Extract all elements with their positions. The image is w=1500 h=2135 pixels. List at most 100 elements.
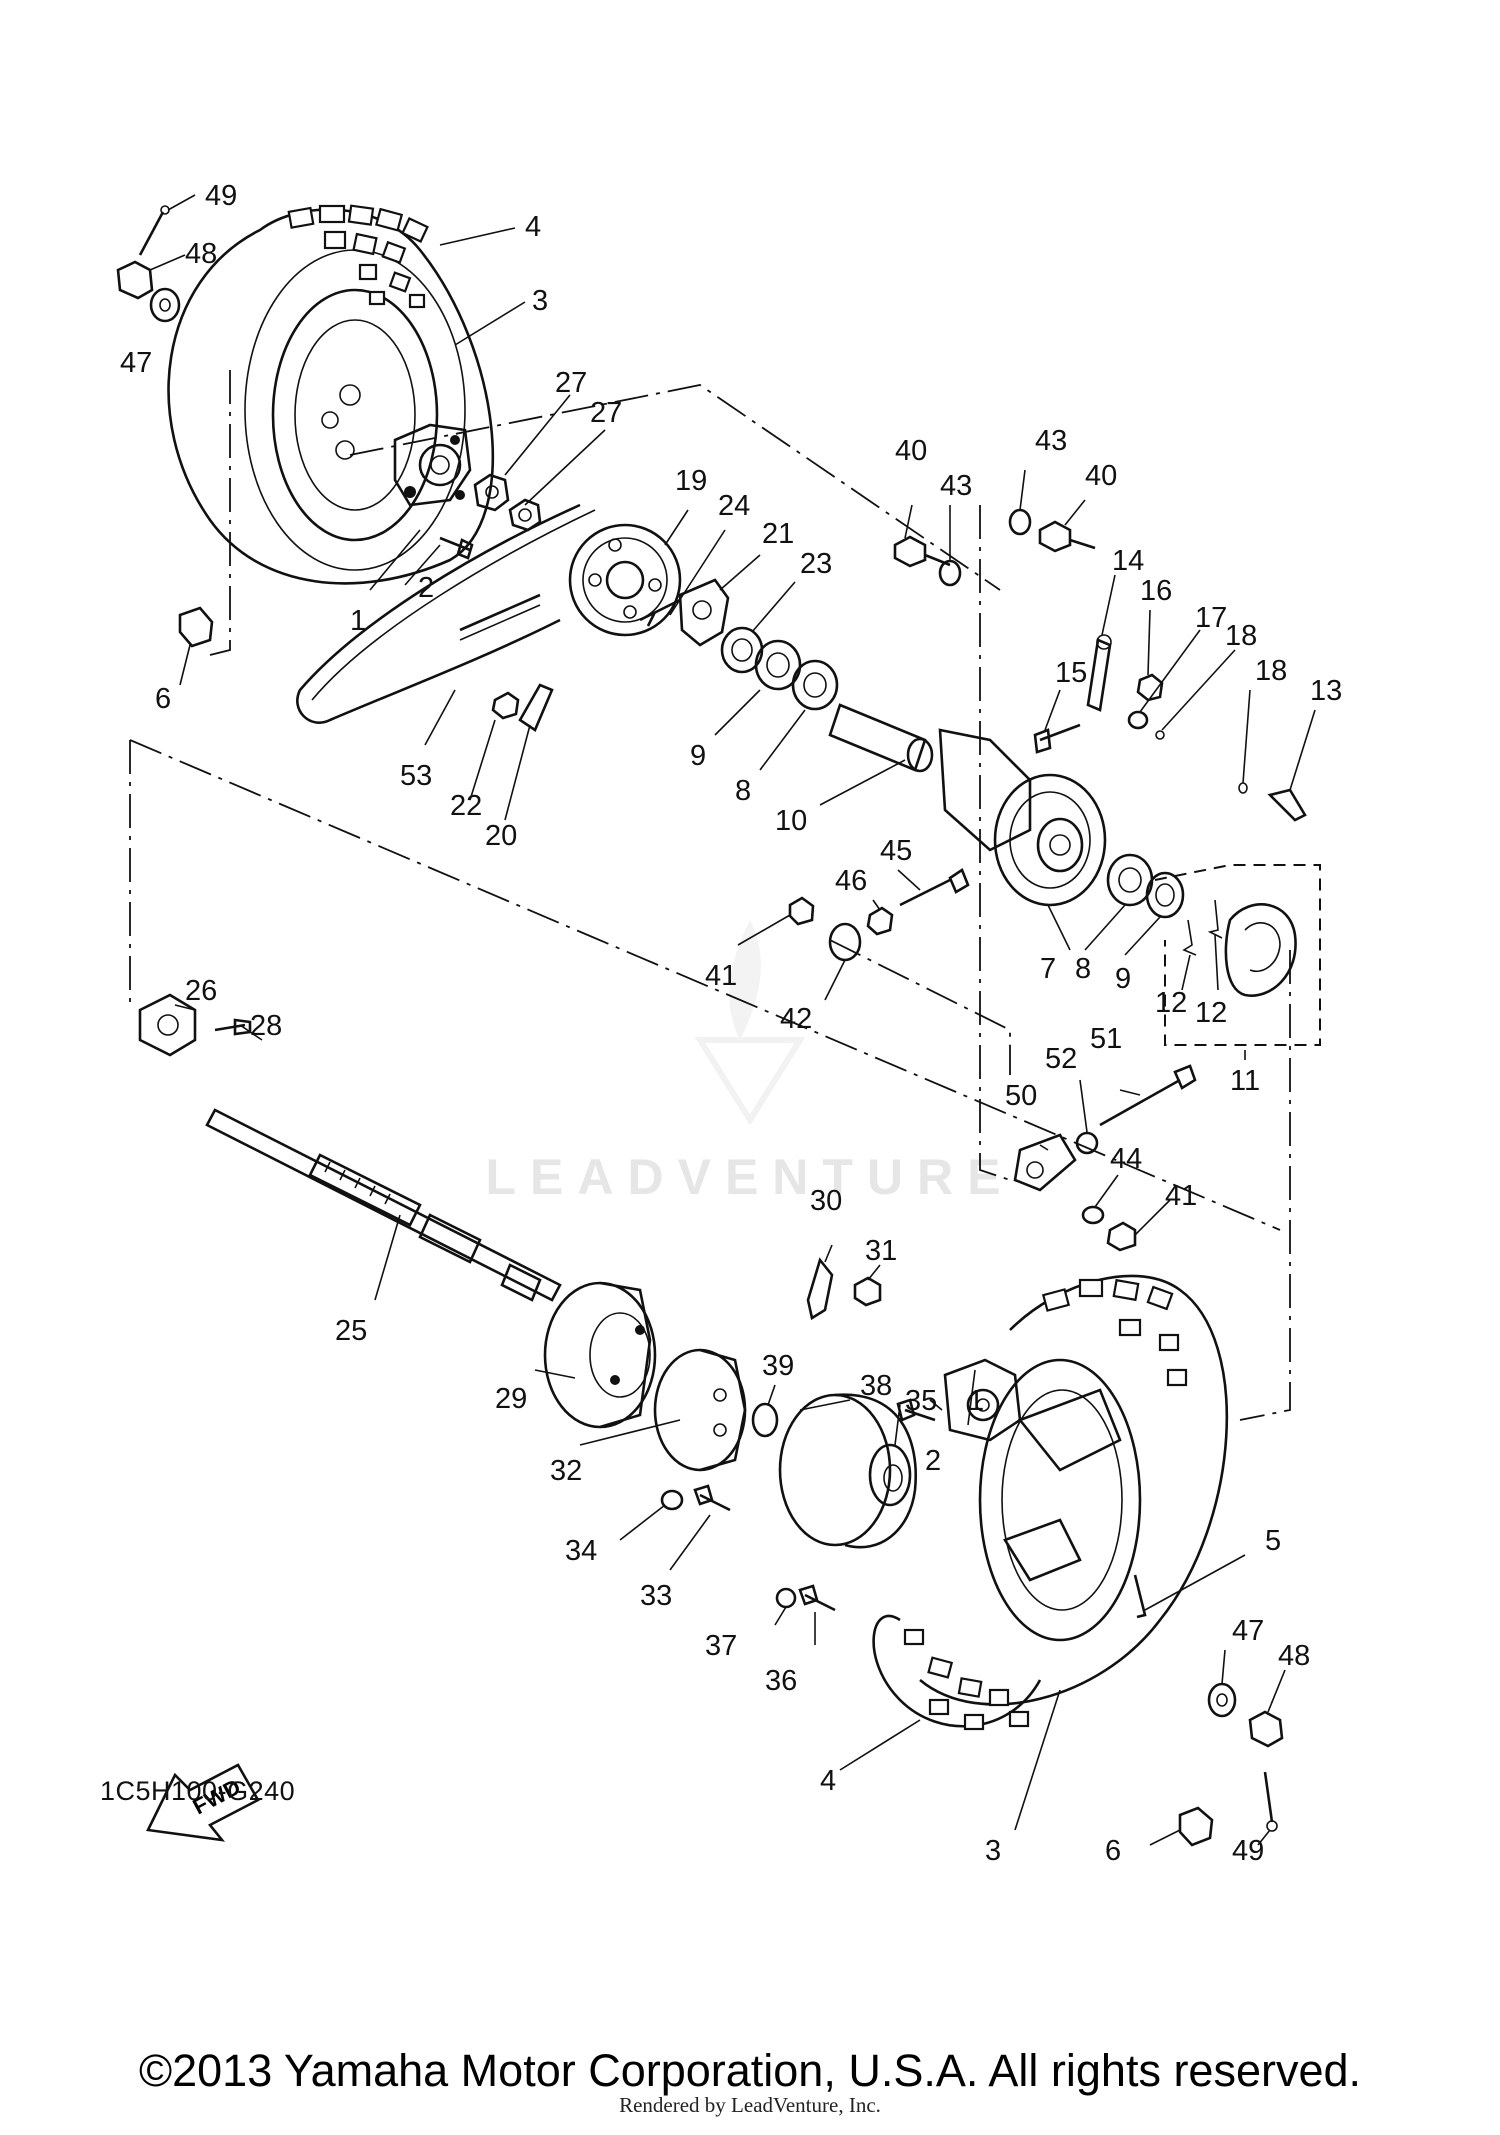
callout-35: 35 [905,1385,937,1417]
drum-brake-cover [778,1393,917,1549]
callout-10: 10 [775,805,807,837]
sprocket-hub [678,578,730,647]
brake-arm-assembly [1033,634,1307,822]
callout-32: 32 [550,1455,582,1487]
callout-8: 8 [735,775,751,807]
drum-lock-plate [806,1257,834,1321]
callout-51: 51 [1090,1023,1122,1055]
cover-washer [775,1587,797,1609]
callout-49: 49 [1232,1835,1264,1867]
callout-36: 36 [765,1665,797,1697]
callout-5: 5 [1265,1525,1281,1557]
callout-9: 9 [690,740,706,772]
callout-49: 49 [205,180,237,212]
callout-17: 17 [1195,602,1227,634]
callout-6: 6 [1105,1835,1121,1867]
brake-hub [938,728,1107,907]
valve-stem [1133,1574,1147,1619]
watermark-logo [694,920,806,1126]
callout-20: 20 [485,820,517,852]
lock-nut [491,691,520,720]
callout-4: 4 [525,211,541,243]
callout-2: 2 [925,1445,941,1477]
callout-43: 43 [940,470,972,502]
callout-28: 28 [250,1010,282,1042]
callout-6: 6 [155,683,171,715]
lock-plate [518,683,554,732]
callout-13: 13 [1310,675,1342,707]
leader-lines [149,194,1316,1846]
callout-47: 47 [1232,1615,1264,1647]
callout-12: 12 [1155,987,1187,1019]
callout-1: 1 [350,605,366,637]
hub-nuts [473,473,542,532]
callout-24: 24 [718,490,750,522]
callout-21: 21 [762,518,794,550]
callout-22: 22 [450,790,482,822]
callout-26: 26 [185,975,217,1007]
brake-drum [543,1281,657,1429]
upper-axle-nut-set [116,205,181,323]
callout-1: 1 [968,1385,984,1417]
lower-cap-nut [1178,1806,1214,1847]
callout-8: 8 [1075,953,1091,985]
rendered-by-text: Rendered by LeadVenture, Inc. [619,2093,881,2117]
callout-27: 27 [590,397,622,429]
upper-tire [167,204,495,585]
callout-15: 15 [1055,657,1087,689]
callout-48: 48 [185,238,217,270]
callout-3: 3 [985,1835,1001,1867]
callout-18: 18 [1255,655,1287,687]
callout-53: 53 [400,760,432,792]
callout-27: 27 [555,367,587,399]
callout-19: 19 [675,465,707,497]
callout-18: 18 [1225,620,1257,652]
callout-25: 25 [335,1315,367,1347]
callout-45: 45 [880,835,912,867]
callout-29: 29 [495,1383,527,1415]
callout-4: 4 [820,1765,836,1797]
callout-42: 42 [780,1003,812,1035]
sprocket-bolt [639,598,681,627]
callout-11: 11 [1230,1065,1260,1097]
callout-43: 43 [1035,425,1067,457]
callout-52: 52 [1045,1043,1077,1075]
drum-bolt [693,1484,731,1512]
callout-40: 40 [1085,460,1117,492]
callout-23: 23 [800,548,832,580]
callout-30: 30 [810,1185,842,1217]
callout-9: 9 [1115,963,1131,995]
callout-41: 41 [705,960,737,992]
upper-hub [393,423,472,507]
callout-2: 2 [418,572,434,604]
drum-washer [660,1489,684,1511]
hub-bearings [720,626,839,711]
drive-chain [296,503,596,724]
lower-hub-bolt [896,1398,936,1422]
drum-nut [853,1276,882,1307]
mount-bolt-set [788,868,970,962]
callout-7: 7 [1040,953,1056,985]
callout-34: 34 [565,1535,597,1567]
callout-48: 48 [1278,1640,1310,1672]
callout-39: 39 [762,1350,794,1382]
callout-14: 14 [1112,545,1144,577]
upper-cap-nut [178,606,214,648]
callout-44: 44 [1110,1143,1142,1175]
callout-16: 16 [1140,575,1172,607]
callout-38: 38 [860,1370,892,1402]
callout-12: 12 [1195,997,1227,1029]
callout-46: 46 [835,865,867,897]
callout-3: 3 [532,285,548,317]
brake-side-bearings [1106,853,1185,919]
cover-bolt [798,1584,836,1612]
torque-link-set [1013,1064,1197,1252]
upper-hub-bolt [439,536,474,560]
callout-33: 33 [640,1580,672,1612]
watermark-text: LEADVENTURE [485,1149,1015,1205]
callout-31: 31 [865,1235,897,1267]
sprocket [568,523,682,637]
callout-41: 41 [1165,1180,1197,1212]
callout-labels: 49 48 47 4 3 27 27 2 1 6 19 24 21 23 40 … [120,180,1342,1867]
